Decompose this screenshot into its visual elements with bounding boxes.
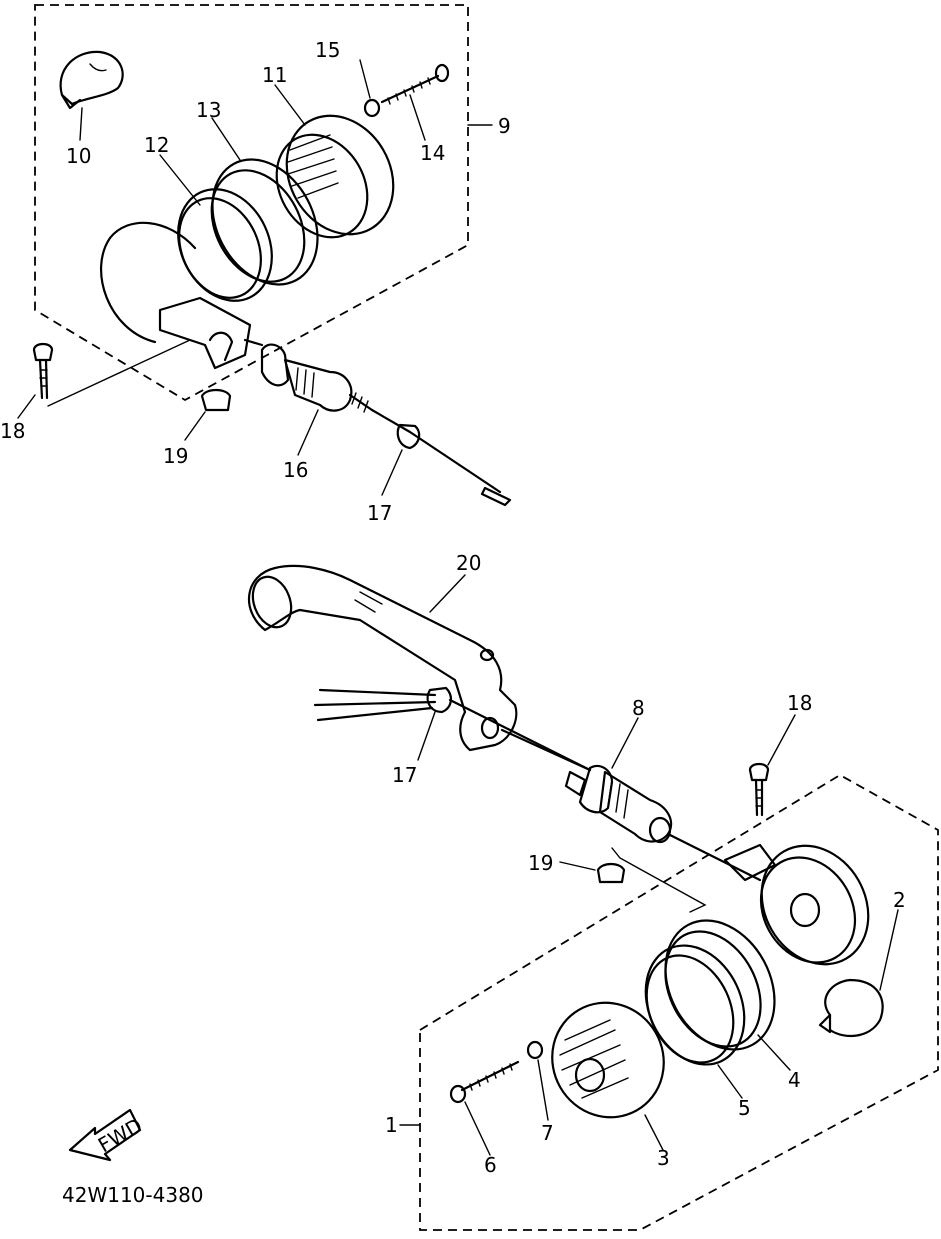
gasket-part-5 xyxy=(644,944,746,1066)
callout-5: 5 xyxy=(738,1096,751,1120)
middle-wire-harness xyxy=(313,686,592,772)
callout-19-lower: 19 xyxy=(528,851,553,875)
callout-13: 13 xyxy=(196,98,221,122)
callout-18-upper: 18 xyxy=(0,419,25,443)
callout-6: 6 xyxy=(484,1153,497,1177)
lower-housing xyxy=(611,843,870,966)
callout-19-upper: 19 xyxy=(163,444,188,468)
callout-labels: 1 2 3 4 5 6 7 8 9 10 11 12 13 14 15 16 1… xyxy=(0,38,906,1177)
callout-8: 8 xyxy=(632,696,645,720)
callout-9: 9 xyxy=(498,114,511,138)
fwd-arrow-icon: FWD xyxy=(68,1108,146,1162)
callout-16: 16 xyxy=(283,458,308,482)
part-code: 42W110-4380 xyxy=(62,1183,204,1207)
bolt-part-18-lower xyxy=(748,762,770,817)
bolt-part-18-upper xyxy=(32,339,191,407)
socket-part-8 xyxy=(564,764,762,882)
nut-part-15 xyxy=(363,98,381,118)
callout-14: 14 xyxy=(420,141,445,165)
nut-part-19-lower xyxy=(596,862,626,884)
ring-part-13 xyxy=(210,158,319,286)
callout-1: 1 xyxy=(385,1113,398,1137)
nut-part-7 xyxy=(526,1040,544,1060)
nut-part-19-upper xyxy=(200,388,232,412)
screw-part-14 xyxy=(380,63,450,105)
socket-part-16 xyxy=(260,343,374,413)
bulb-part-2 xyxy=(818,978,884,1038)
upper-wire xyxy=(370,408,512,507)
callout-2: 2 xyxy=(893,888,906,912)
upper-assembly-box xyxy=(34,4,493,402)
callout-12: 12 xyxy=(144,133,169,157)
lens-part-3 xyxy=(551,1001,665,1119)
callout-17-upper: 17 xyxy=(367,501,392,525)
callout-10: 10 xyxy=(66,144,91,168)
lens-part-11 xyxy=(275,114,395,239)
gasket-part-12 xyxy=(177,188,273,302)
callout-15: 15 xyxy=(315,38,340,62)
stay-bracket-part-20 xyxy=(247,564,518,752)
fwd-label: FWD xyxy=(94,1113,146,1157)
screw-part-6 xyxy=(449,1060,520,1104)
callout-20: 20 xyxy=(456,551,481,575)
callout-4: 4 xyxy=(788,1068,801,1092)
leader-lines xyxy=(17,59,899,1156)
callout-3: 3 xyxy=(657,1146,670,1170)
upper-housing xyxy=(100,221,264,370)
callout-17-middle: 17 xyxy=(392,763,417,787)
callout-7: 7 xyxy=(541,1121,554,1145)
ring-part-4 xyxy=(664,919,776,1051)
bulb-part-10 xyxy=(59,50,124,110)
lower-assembly-box xyxy=(399,773,939,1231)
callout-11: 11 xyxy=(262,63,287,87)
callout-18-lower: 18 xyxy=(787,691,812,715)
